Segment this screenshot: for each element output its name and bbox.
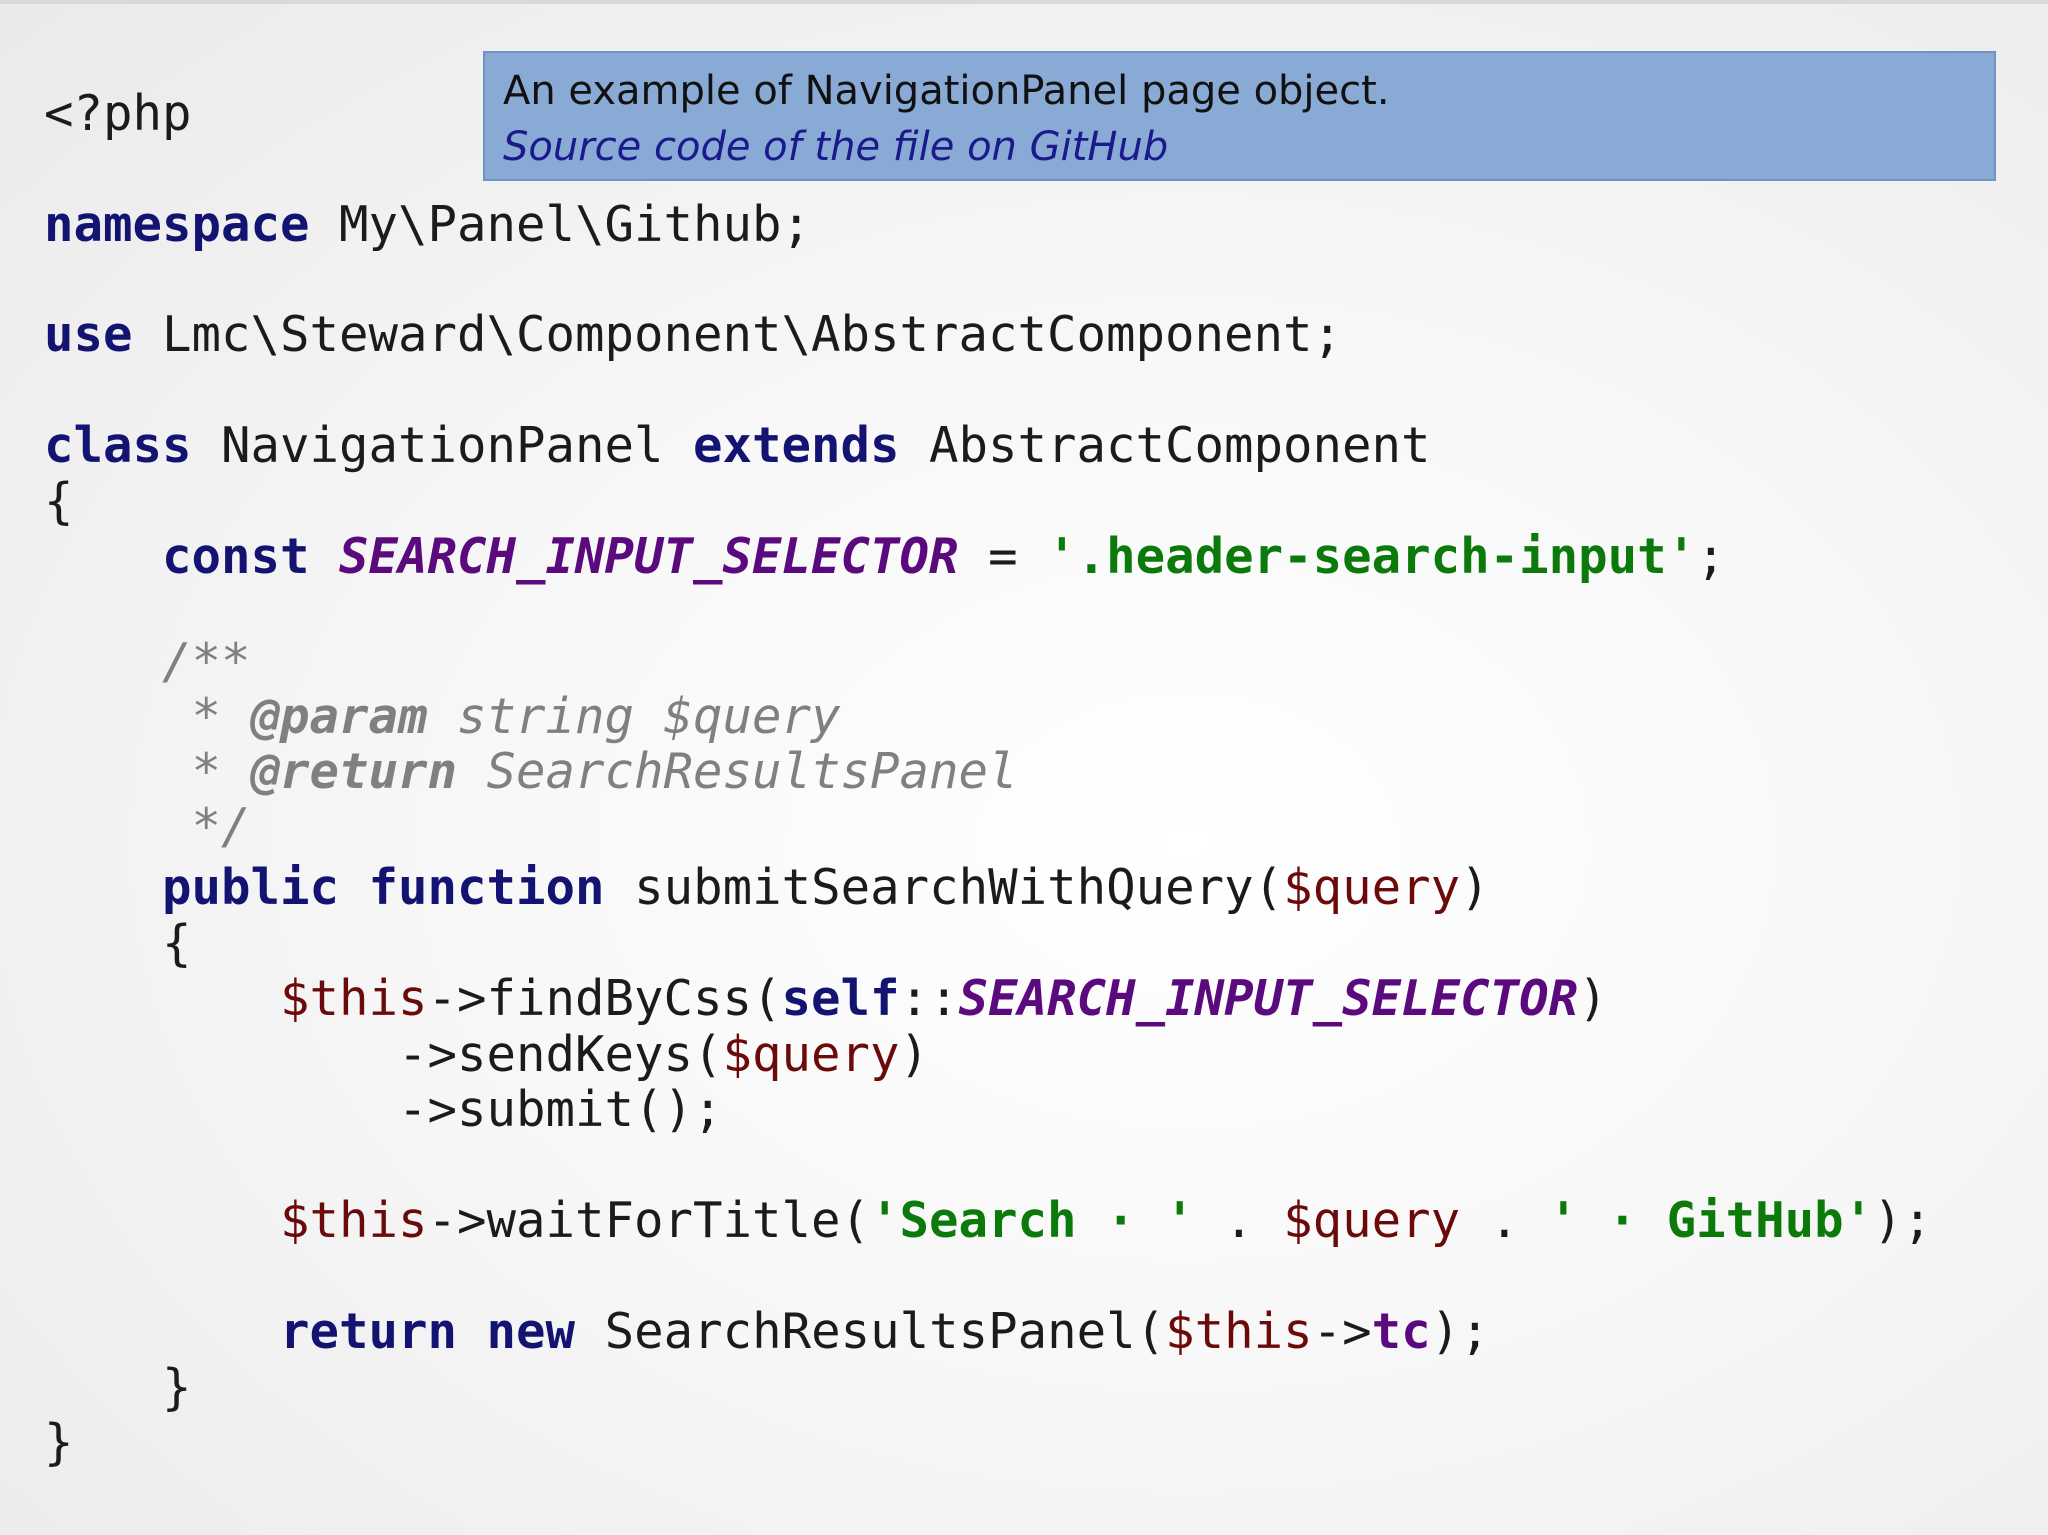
code-line-class: class NavigationPanel extends AbstractCo… <box>44 417 1431 474</box>
code-line-wait-for-title: $this->waitForTitle('Search · ' . $query… <box>280 1192 1933 1249</box>
code-line-class-close-brace: } <box>44 1414 74 1471</box>
code-line-class-open-brace: { <box>44 473 74 530</box>
code-line-php-open: <?php <box>44 85 192 142</box>
code-line-submit: ->submit(); <box>44 1081 723 1138</box>
code-line-function-signature: public function submitSearchWithQuery($q… <box>162 859 1490 916</box>
code-line-docblock-param: * @param string $query <box>44 688 841 745</box>
code-line-function-open-brace: { <box>44 915 192 972</box>
code-line-docblock-open: /** <box>44 633 251 690</box>
code-line-namespace: namespace My\Panel\Github; <box>44 196 812 253</box>
code-listing: <?php namespace My\Panel\Github; use Lmc… <box>44 0 2024 1535</box>
top-edge-strip <box>0 0 2048 4</box>
code-line-use: use Lmc\Steward\Component\AbstractCompon… <box>44 306 1343 363</box>
caption-box: An example of NavigationPanel page objec… <box>483 51 1996 181</box>
code-line-docblock-close: */ <box>44 798 251 855</box>
code-line-const: const SEARCH_INPUT_SELECTOR = '.header-s… <box>162 528 1726 585</box>
github-source-link[interactable]: Source code of the file on GitHub <box>503 124 1169 170</box>
code-line-docblock-return: * @return SearchResultsPanel <box>44 743 1018 800</box>
caption-title: An example of NavigationPanel page objec… <box>503 68 1390 114</box>
code-line-find-by-css: $this->findByCss(self::SEARCH_INPUT_SELE… <box>280 970 1608 1027</box>
code-line-return: return new SearchResultsPanel($this->tc)… <box>280 1303 1490 1360</box>
code-line-function-close-brace: } <box>44 1359 192 1416</box>
code-line-send-keys: ->sendKeys($query) <box>44 1026 930 1083</box>
